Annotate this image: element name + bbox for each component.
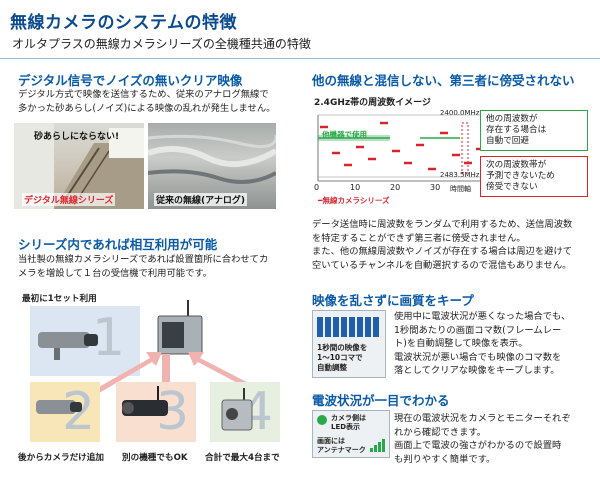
antenna-icon — [370, 439, 385, 452]
noise-illustration — [148, 134, 276, 184]
camera-slot-2: 2 — [30, 382, 100, 442]
page-subtitle: オルタプラスの無線カメラシリーズの全機種共通の特徴 — [12, 37, 311, 51]
camera-icon — [36, 400, 82, 414]
quality-body: 使用中に電波状況が悪くなった場合でも、 1秒間あたりの画面コマ数(フレームレー … — [394, 311, 571, 376]
frame-rate-box: 1秒間の映像を 1〜10コマで 自動調整 — [312, 310, 386, 378]
x-tick-20: 20 — [390, 183, 401, 192]
interference-heading: 他の無線と混信しない、第三者に傍受されない — [312, 73, 575, 88]
quality-heading: 映像を乱さずに画質をキープ — [312, 293, 474, 308]
receiver-unit — [128, 300, 214, 358]
frame-strip-icon — [317, 317, 379, 337]
digital-photo-overlay: 砂あらしにならない! — [34, 132, 120, 142]
frame-rate-text: 1秒間の映像を 1〜10コマで 自動調整 — [317, 343, 368, 372]
x-axis-unit: 時間軸 — [450, 185, 471, 193]
screen-antenna-label: 画面には アンテナマーク — [317, 437, 366, 454]
caption-add-camera: 後からカメラだけ追加 — [18, 453, 104, 463]
x-tick-0: 0 — [314, 183, 320, 192]
x-tick-10: 10 — [350, 183, 361, 192]
caption-max-four: 合計で最大4台まで — [205, 453, 280, 463]
camera-slot-3: 3 — [116, 382, 196, 442]
led-icon — [317, 415, 327, 425]
other-device-label: 他機器で使用 — [322, 130, 367, 139]
header-divider — [0, 58, 600, 59]
signal-indicator-box: カメラ側は LED表示 画面には アンテナマーク — [312, 410, 390, 458]
analog-photo-caption: 従来の無線(アナログ) — [154, 193, 248, 206]
interference-body: データ送信時に周波数をランダムで利用するため、送信周波数 を特定することができず… — [312, 219, 573, 271]
callout-untappable: 次の周波数帯が 予測できないため 傍受できない — [480, 156, 588, 197]
digital-body: デジタル方式で映像を送信するため、従来のアナログ無線で 多かった砂あらし(ノイズ… — [18, 89, 276, 114]
camera-slot-1: 1 — [30, 306, 140, 376]
mutual-heading: シリーズ内であれば相互利用が可能 — [18, 237, 218, 252]
x-tick-30: 30 — [430, 183, 441, 192]
page-title: 無線カメラのシステムの特徴 — [10, 13, 237, 33]
signal-body: 現在の電波状況をカメラとモニターそれぞ れから確認できます。 画面上で電波の強さ… — [394, 413, 571, 465]
frequency-chart: 2.4GHz帯の周波数イメージ 2400.0MHz 2483.5MHz 他機器で… — [310, 93, 520, 207]
staircase-illustration — [14, 123, 144, 209]
camera-icon — [221, 388, 253, 431]
camera-icon — [38, 332, 98, 360]
digital-heading: デジタル信号でノイズの無いクリア映像 — [18, 73, 243, 88]
signal-heading: 電波状況が一目でわかる — [312, 393, 450, 408]
callout-avoid: 他の周波数が 存在する場合は 自動で回避 — [480, 110, 588, 151]
caption-other-model: 別の機種でもOK — [122, 453, 188, 463]
digital-photo: 砂あらしにならない! デジタル無線シリーズ — [14, 123, 144, 209]
camera-led-label: カメラ側は LED表示 — [331, 414, 366, 431]
freq-top-label: 2400.0MHz — [440, 109, 480, 117]
analog-photo: 従来の無線(アナログ) — [148, 123, 276, 209]
receiver-icon — [157, 300, 203, 355]
camera-icon — [122, 386, 168, 416]
digital-photo-caption: デジタル無線シリーズ — [22, 193, 116, 206]
mutual-body: 当社製の無線カメラシリーズであれば設置箇所に合わせてカ メラを増設して１台の受信… — [18, 254, 269, 279]
first-set-label: 最初に1セット利用 — [22, 294, 97, 304]
chart-legend: ━無線カメラシリーズ — [318, 196, 390, 205]
camera-slot-4: 4 — [210, 382, 280, 442]
freq-bottom-label: 2483.5MHz — [440, 171, 480, 179]
chart-title: 2.4GHz帯の周波数イメージ — [314, 98, 431, 108]
